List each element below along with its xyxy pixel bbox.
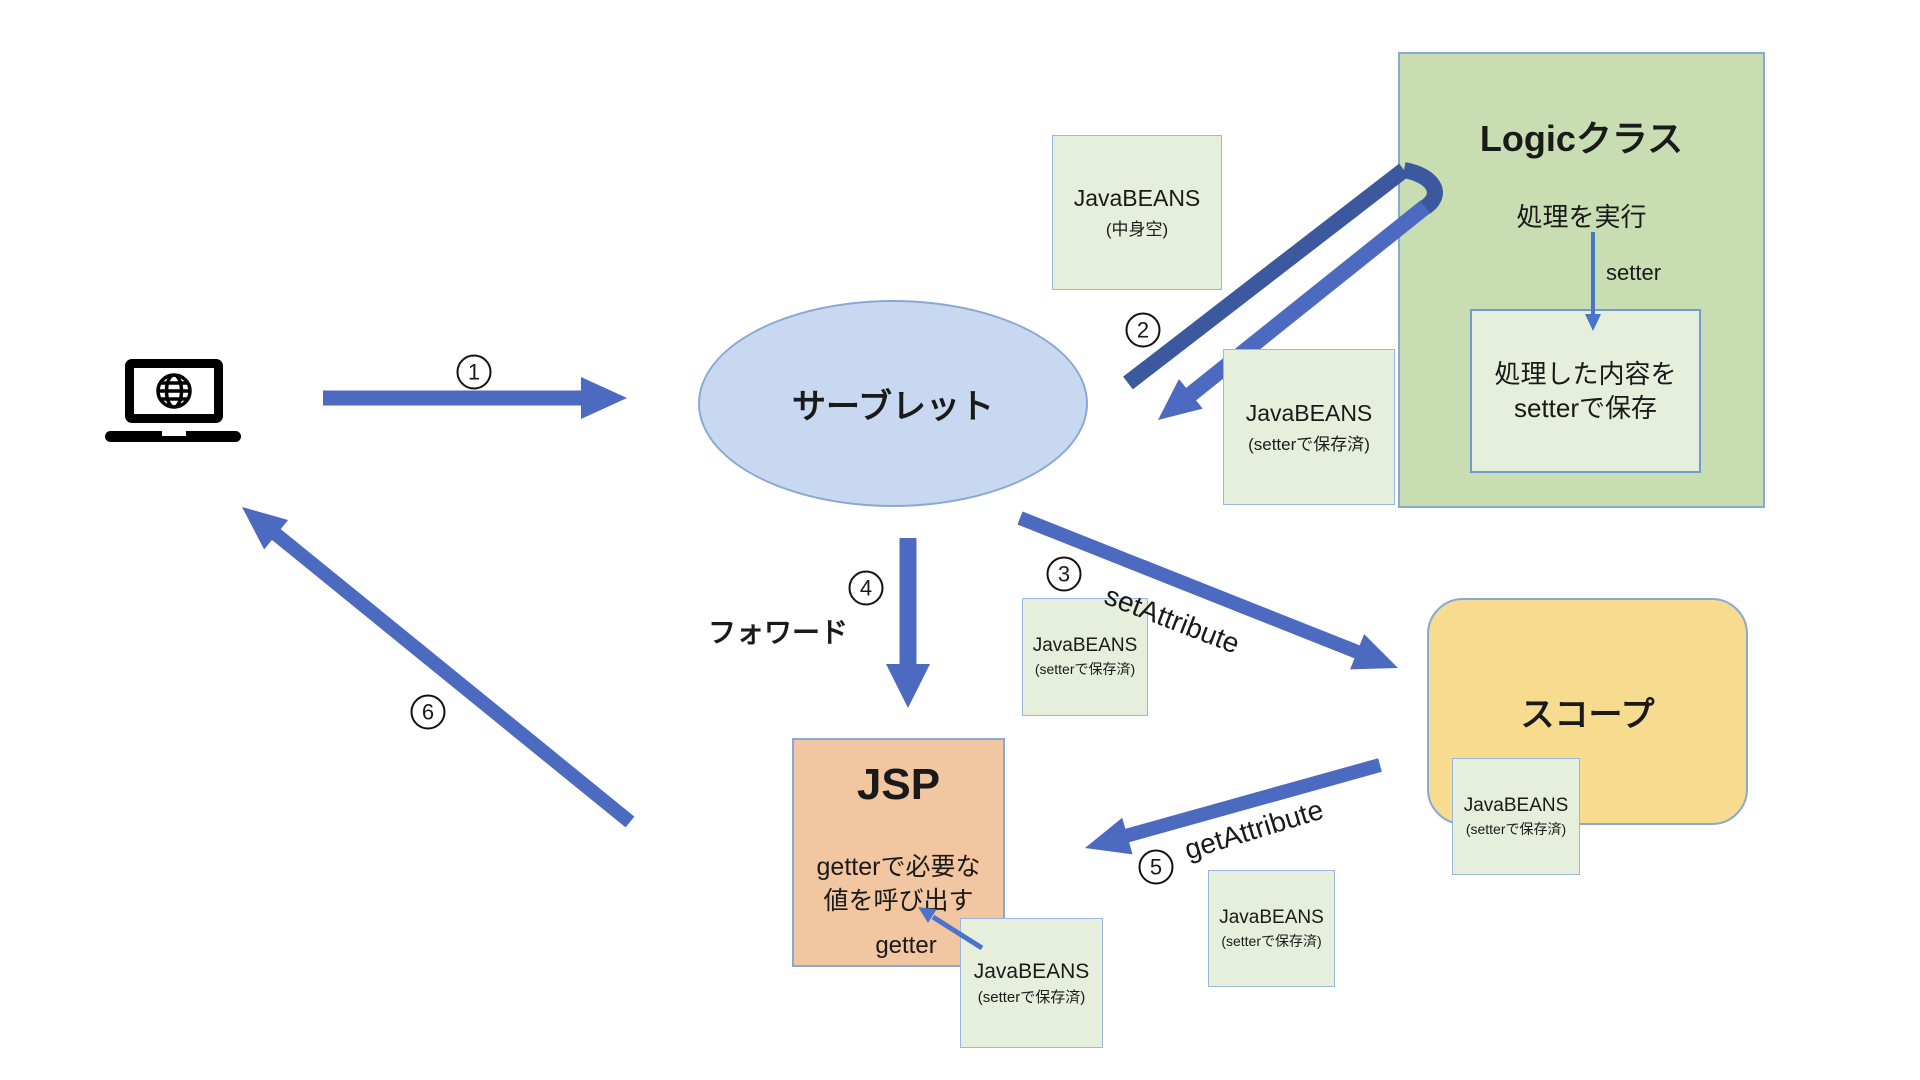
logic-class-node: Logicクラス 処理を実行 処理した内容を setterで保存 xyxy=(1398,52,1765,508)
javabeans-saved-scope-line2: (setterで保存済) xyxy=(1465,820,1567,837)
step5-number: 5 xyxy=(1138,849,1174,885)
logic-result-line1: 処理した内容を xyxy=(1494,359,1677,389)
javabeans-saved-right-line1: JavaBEANS xyxy=(1245,399,1373,426)
javabeans-saved-right-line2: (setterで保存済) xyxy=(1248,434,1370,454)
step4-number: 4 xyxy=(848,570,884,606)
javabeans-saved-bottom-line1: JavaBEANS xyxy=(1219,906,1324,928)
step4-digit: 4 xyxy=(859,575,873,600)
jsp-body-line2: 値を呼び出す xyxy=(823,887,974,915)
laptop-globe-icon xyxy=(105,359,241,442)
logic-result-box: 処理した内容を setterで保存 xyxy=(1470,309,1701,473)
step3-number: 3 xyxy=(1046,556,1082,592)
jsp-body-text: getterで必要な 値を呼び出す xyxy=(794,850,1003,918)
step6-digit: 6 xyxy=(421,699,435,724)
step1-number: 1 xyxy=(456,354,492,390)
javabeans-saved-scope-box: JavaBEANS (setterで保存済) xyxy=(1452,758,1580,875)
getattribute-label: getAttribute xyxy=(1180,793,1327,866)
setter-label: setter xyxy=(1606,260,1662,285)
javabeans-saved-scope-line1: JavaBEANS xyxy=(1463,794,1569,816)
step5-digit: 5 xyxy=(1149,854,1163,879)
jsp-title: JSP xyxy=(856,760,941,809)
step2-digit: 2 xyxy=(1136,317,1150,342)
logic-action-text: 処理を実行 xyxy=(1516,202,1647,232)
step3-digit: 3 xyxy=(1057,561,1071,586)
client-device xyxy=(103,356,243,446)
javabeans-saved-jsp-line2: (setterで保存済) xyxy=(977,988,1086,1006)
javabeans-saved-jsp-line1: JavaBEANS xyxy=(973,959,1090,983)
setattribute-label: setAttribute xyxy=(1100,579,1244,660)
logic-class-title: Logicクラス xyxy=(1479,118,1684,159)
servlet-label: サーブレット xyxy=(792,388,994,426)
step2-number: 2 xyxy=(1125,312,1161,348)
javabeans-saved-jsp-box: JavaBEANS (setterで保存済) xyxy=(960,918,1103,1048)
step1-digit: 1 xyxy=(467,359,481,384)
scope-label: スコープ xyxy=(1520,696,1655,734)
logic-result-line2: setterで保存 xyxy=(1513,393,1658,423)
javabeans-saved-bottom-line2: (setterで保存済) xyxy=(1221,932,1322,949)
step6-number: 6 xyxy=(410,694,446,730)
servlet-node: サーブレット xyxy=(698,300,1088,507)
javabeans-saved-bottom-box: JavaBEANS (setterで保存済) xyxy=(1208,870,1335,987)
forward-label: フォワード xyxy=(707,617,849,648)
javabeans-saved-mid-line2: (setterで保存済) xyxy=(1034,661,1136,677)
jsp-body-line1: getterで必要な xyxy=(816,853,981,881)
getter-label: getter xyxy=(875,932,937,959)
